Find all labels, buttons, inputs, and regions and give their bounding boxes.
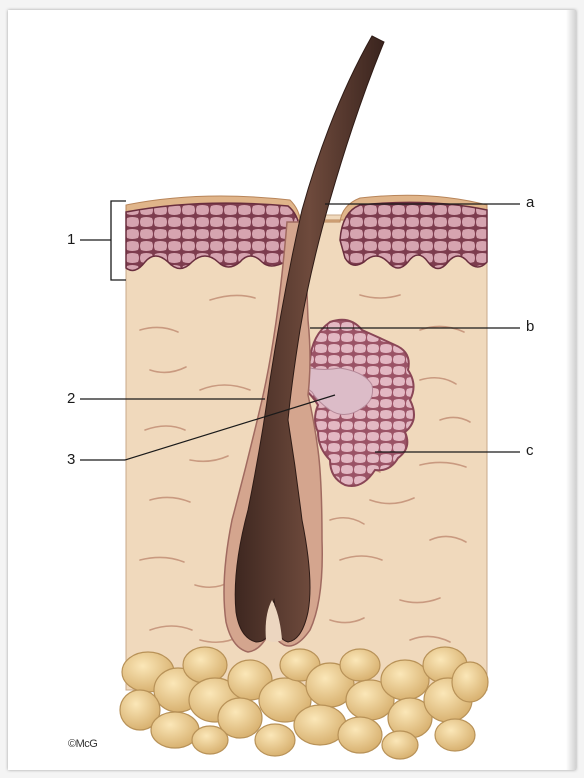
label-2: 2: [67, 390, 75, 407]
label-a: a: [526, 194, 534, 211]
label-c: c: [526, 442, 534, 459]
label-b: b: [526, 318, 534, 335]
bracket-1: [80, 201, 126, 280]
label-3: 3: [67, 451, 75, 468]
copyright-credit: ©McG: [68, 738, 97, 750]
label-1: 1: [67, 231, 75, 248]
